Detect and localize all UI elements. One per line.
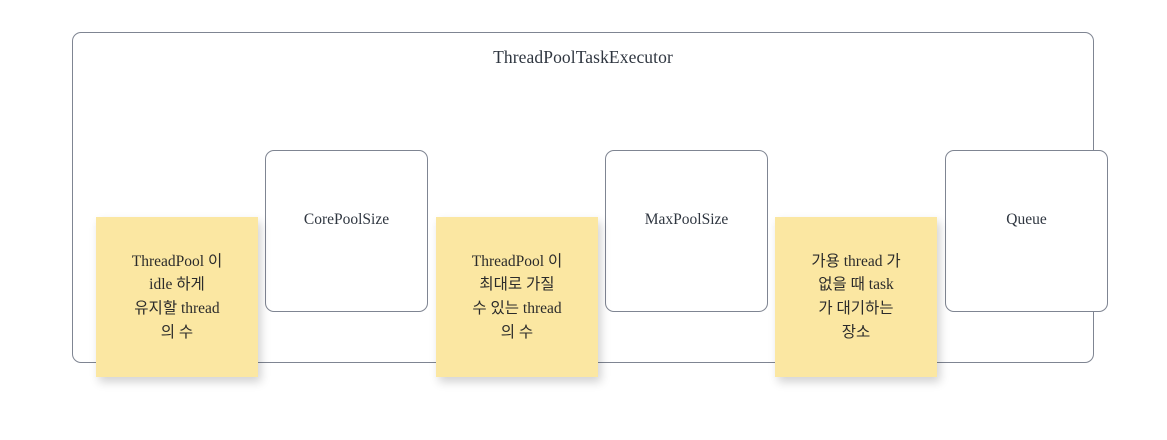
queue-box: Queue — [945, 150, 1108, 312]
core-pool-size-label: CorePoolSize — [303, 211, 390, 228]
queue-label: Queue — [1006, 211, 1047, 228]
max-pool-size-box: MaxPoolSize — [605, 150, 768, 312]
core-pool-size-box: CorePoolSize — [265, 150, 428, 312]
sticky-note-text: 가용 thread 가 없을 때 task 가 대기하는 장소 — [811, 252, 901, 341]
sticky-note-queue: 가용 thread 가 없을 때 task 가 대기하는 장소 — [775, 217, 937, 377]
sticky-note-core-pool-size: ThreadPool 이 idle 하게 유지할 thread 의 수 — [96, 217, 258, 377]
max-pool-size-label: MaxPoolSize — [644, 211, 729, 228]
container-title: ThreadPoolTaskExecutor — [493, 47, 673, 67]
sticky-note-text: ThreadPool 이 idle 하게 유지할 thread 의 수 — [131, 252, 223, 341]
sticky-note-text: ThreadPool 이 최대로 가질 수 있는 thread 의 수 — [471, 252, 563, 341]
sticky-note-max-pool-size: ThreadPool 이 최대로 가질 수 있는 thread 의 수 — [436, 217, 598, 377]
